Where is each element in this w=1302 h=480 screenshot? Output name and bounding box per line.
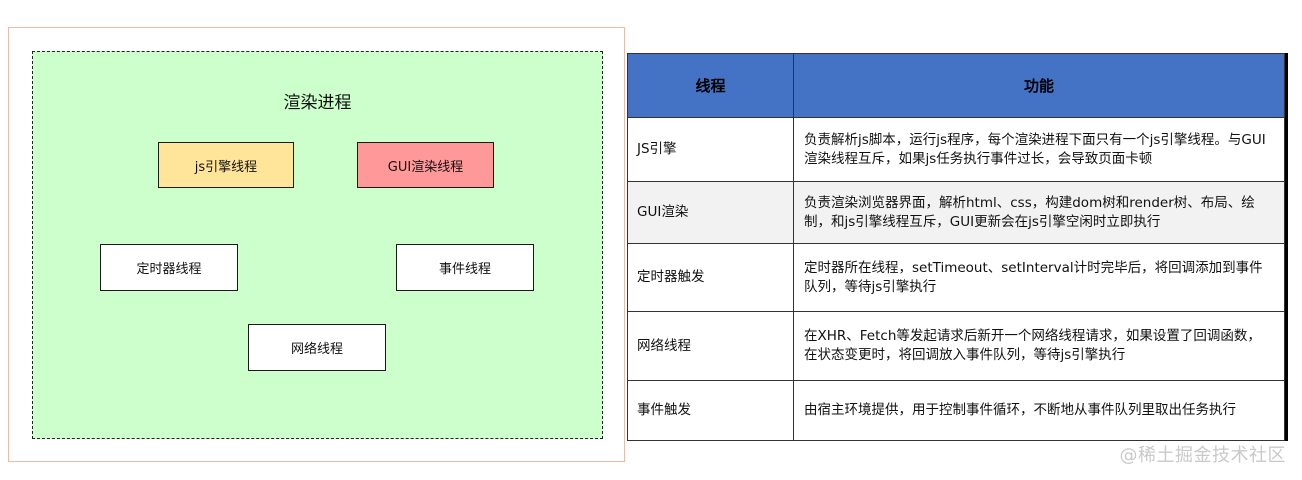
source-credit: @稀土掘金技术社区: [1119, 445, 1286, 466]
node-label: 网络线程: [290, 342, 343, 357]
thread-cell: GUI渲染: [627, 181, 794, 244]
thread-function-table: 线程 功能 JS引擎 负责解析js脚本，运行js程序，每个渲染进程下面只有一个j…: [627, 53, 1285, 441]
function-cell: 在XHR、Fetch等发起请求后新开一个网络线程请求，如果设置了回调函数，在状态…: [793, 311, 1285, 381]
thread-cell: JS引擎: [627, 117, 794, 182]
js-engine-thread-node: js引擎线程: [158, 142, 294, 188]
network-thread-node: 网络线程: [248, 324, 386, 371]
table-row: 定时器触发 定时器所在线程，setTimeout、setInterval计时完毕…: [627, 243, 1285, 312]
event-thread-node: 事件线程: [396, 244, 534, 291]
node-label: 事件线程: [438, 262, 491, 277]
function-cell: 定时器所在线程，setTimeout、setInterval计时完毕后，将回调添…: [793, 243, 1285, 312]
table-row: 事件触发 由宿主环境提供，用于控制事件循环，不断地从事件队列里取出任务执行: [627, 380, 1285, 441]
timer-thread-node: 定时器线程: [100, 244, 238, 291]
thread-cell: 网络线程: [627, 311, 794, 381]
table-row: JS引擎 负责解析js脚本，运行js程序，每个渲染进程下面只有一个js引擎线程。…: [627, 117, 1285, 182]
thread-cell: 事件触发: [627, 380, 794, 441]
process-title: 渲染进程: [283, 93, 352, 113]
node-label: GUI渲染线程: [387, 159, 464, 175]
node-label: js引擎线程: [194, 159, 258, 175]
table-header-row: 线程 功能: [627, 53, 1285, 118]
function-cell: 负责解析js脚本，运行js程序，每个渲染进程下面只有一个js引擎线程。与GUI渲…: [793, 117, 1285, 182]
table-row: 网络线程 在XHR、Fetch等发起请求后新开一个网络线程请求，如果设置了回调函…: [627, 311, 1285, 381]
thread-function-table-container: 线程 功能 JS引擎 负责解析js脚本，运行js程序，每个渲染进程下面只有一个j…: [627, 53, 1288, 441]
node-label: 定时器线程: [136, 262, 202, 277]
function-cell: 负责渲染浏览器界面，解析html、css，构建dom树和render树、布局、绘…: [793, 181, 1285, 244]
table-row: GUI渲染 负责渲染浏览器界面，解析html、css，构建dom树和render…: [627, 181, 1285, 244]
header-thread: 线程: [627, 53, 794, 118]
header-function: 功能: [793, 53, 1285, 118]
gui-render-thread-node: GUI渲染线程: [357, 142, 494, 188]
thread-cell: 定时器触发: [627, 243, 794, 312]
function-cell: 由宿主环境提供，用于控制事件循环，不断地从事件队列里取出任务执行: [793, 380, 1285, 441]
